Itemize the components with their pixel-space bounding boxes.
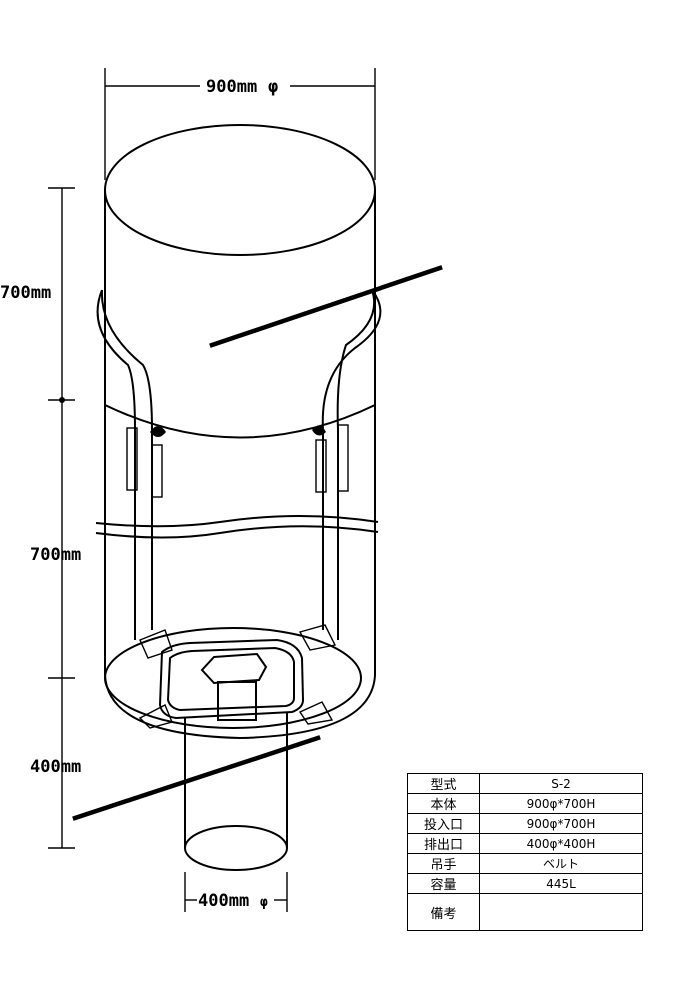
spec-key: 吊手 [407,853,480,874]
spec-value: 400φ*400H [479,833,643,854]
horizontal-belt [95,515,379,539]
left-lifting-strap [96,289,166,640]
spec-key: 本体 [407,793,480,814]
spec-value: ベルト [479,853,643,874]
spec-value: S-2 [479,773,643,794]
top-diameter-dimension: 900mm φ [104,68,376,180]
spec-row: 容量 445L [407,873,643,894]
spec-row: 備考 [407,893,643,931]
top-diameter-label: 900mm [206,77,257,97]
spec-row: 投入口 900φ*700H [407,813,643,834]
upper-height-label: 700mm [0,283,51,303]
spec-table: 型式 S-2 本体 900φ*700H 投入口 900φ*700H 排出口 40… [407,773,643,931]
spout-diameter-dimension: 400mm φ [184,872,288,912]
spec-key: 容量 [407,873,480,894]
spec-value [479,893,643,931]
spec-key: 排出口 [407,833,480,854]
spec-row: 本体 900φ*700H [407,793,643,814]
spec-key: 型式 [407,773,480,794]
spec-key: 投入口 [407,813,480,834]
bottom-ring [104,624,362,729]
lower-cross-bar [72,735,321,821]
spec-key: 備考 [407,893,480,931]
spec-row: 排出口 400φ*400H [407,833,643,854]
spout-diameter-label: 400mm [198,891,249,911]
spout-phi-symbol: φ [260,895,268,910]
top-phi-symbol: φ [268,77,278,97]
lower-height-label: 700mm [30,545,81,565]
spec-value: 900φ*700H [479,793,643,814]
spout-height-label: 400mm [30,757,81,777]
height-dimension-line [48,187,75,849]
right-lifting-strap [312,289,382,640]
spec-value: 445L [479,873,643,894]
bag-body [104,124,376,740]
spec-row: 吊手 ベルト [407,853,643,874]
spec-value: 900φ*700H [479,813,643,834]
spec-row: 型式 S-2 [407,773,643,794]
upper-cross-bar [209,265,443,348]
